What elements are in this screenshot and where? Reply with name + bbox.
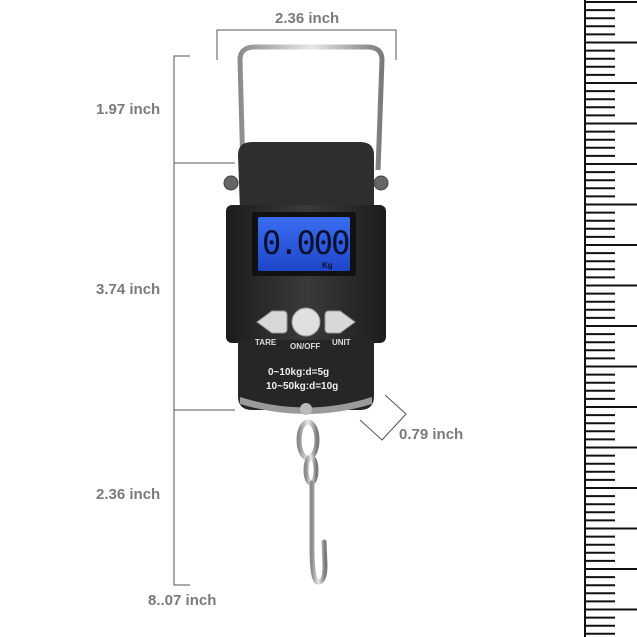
spec-line-2: 10~50kg:d=10g bbox=[266, 381, 339, 392]
ruler bbox=[584, 0, 637, 637]
depth-bracket bbox=[359, 394, 407, 441]
left-height-line bbox=[173, 55, 190, 586]
tare-label: TARE bbox=[255, 338, 277, 347]
display-unit: Kg bbox=[322, 261, 333, 270]
handle bbox=[223, 44, 389, 191]
depth-label: 0.79 inch bbox=[399, 426, 464, 443]
body-height-label: 3.74 inch bbox=[96, 281, 161, 298]
lcd-display bbox=[252, 212, 356, 276]
onoff-label: ON/OFF bbox=[290, 342, 321, 351]
hook-height-label: 2.36 inch bbox=[96, 486, 161, 503]
display-reading: 0.000 bbox=[262, 224, 350, 262]
total-height-label: 8..07 inch bbox=[148, 592, 217, 609]
dimension-lines bbox=[173, 29, 407, 586]
width-dimension-label: 2.36 inch bbox=[275, 10, 340, 27]
spec-line-1: 0~10kg:d=5g bbox=[268, 367, 330, 378]
hook bbox=[296, 419, 328, 585]
handle-height-label: 1.97 inch bbox=[96, 101, 161, 118]
top-width-bracket bbox=[216, 29, 397, 60]
buttons bbox=[256, 307, 356, 337]
unit-label: UNIT bbox=[332, 338, 351, 347]
